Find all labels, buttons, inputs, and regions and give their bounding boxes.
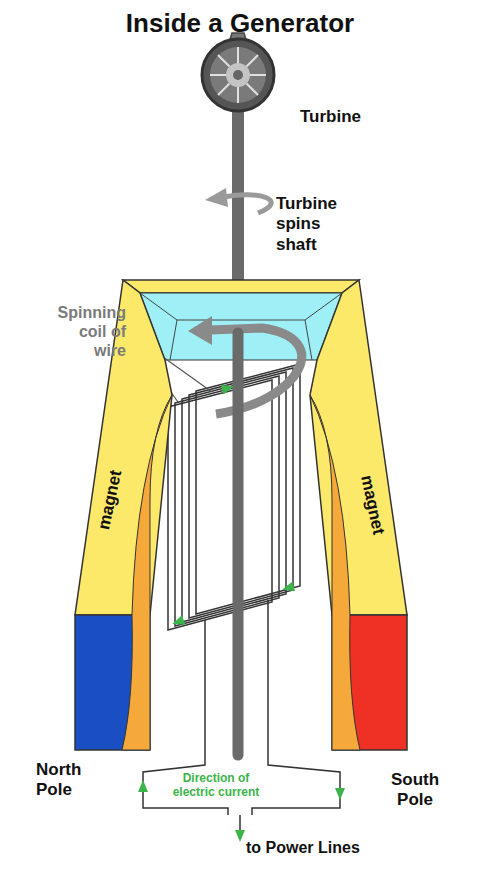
spin-arrow xyxy=(224,195,271,213)
part-label: Direction of electric current xyxy=(160,771,272,800)
turbine-hub xyxy=(226,63,250,87)
turbine-rim xyxy=(202,39,274,111)
interior-edge xyxy=(140,293,342,320)
coil-loop xyxy=(196,364,300,614)
magnet-block: magnet xyxy=(302,275,412,755)
part-label: North Pole xyxy=(36,760,98,801)
part-label: South Pole xyxy=(382,770,448,811)
turbine-wheel xyxy=(210,47,266,103)
turbine-blade xyxy=(247,84,259,96)
current-arrow xyxy=(235,830,245,842)
turbine-blade xyxy=(218,55,230,67)
turbine-blade xyxy=(247,55,259,67)
magnet-body xyxy=(310,280,407,615)
part-label: Turbine spins shaft xyxy=(276,194,348,255)
part-label: to Power Lines xyxy=(246,838,360,857)
current-arrows xyxy=(138,382,345,842)
current-arrow xyxy=(221,382,235,395)
turbine-blade xyxy=(237,87,239,103)
turbine-blade xyxy=(250,74,266,76)
shaft xyxy=(233,333,244,755)
diagram-title: Inside a Generator xyxy=(0,8,480,39)
pole-face xyxy=(122,395,172,750)
part-label: Turbine xyxy=(300,107,361,127)
magnet-yoke xyxy=(123,280,359,293)
turbine-blade xyxy=(210,74,226,76)
magnet-outline xyxy=(302,275,412,755)
lead-wire xyxy=(252,600,340,815)
rotation-arrow xyxy=(210,328,302,414)
turbine-blade xyxy=(218,84,230,96)
spin-arrow-head xyxy=(205,188,228,207)
turbine-blade xyxy=(237,47,239,63)
current-arrow xyxy=(138,780,148,792)
magnet-shape xyxy=(310,280,407,750)
interior-edge xyxy=(170,320,177,360)
turbine-blades xyxy=(210,47,266,103)
part-label: Spinning coil of wire xyxy=(48,303,126,361)
current-arrow xyxy=(171,615,186,629)
current-arrow xyxy=(335,788,345,800)
turbine-axle xyxy=(233,70,243,80)
rotation-arrow-head xyxy=(188,316,212,345)
current-arrow xyxy=(281,582,295,595)
pole-face xyxy=(310,395,360,750)
